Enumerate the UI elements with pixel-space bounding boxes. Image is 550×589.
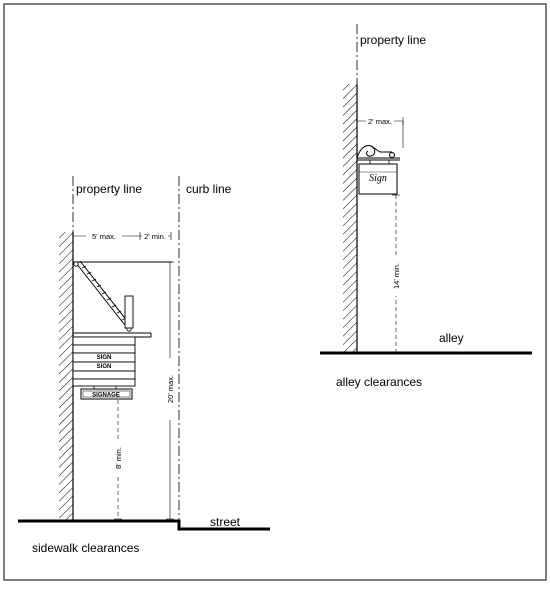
building-wall-right [343, 84, 357, 352]
alley-sign-text: Sign [369, 173, 387, 184]
signage-box [80, 388, 133, 400]
sign-text-2: SIGN [97, 364, 112, 370]
property-line-right-label: property line [360, 33, 426, 47]
sign-text-1: SIGN [97, 355, 112, 361]
dim-fourteen-min: 14' min. [392, 263, 401, 289]
sidewalk-section: 5' max. 2' min. [18, 176, 270, 555]
border [3, 3, 547, 581]
dim-two-min: 2' min. [144, 232, 166, 241]
alley-section: 2' max. Sign 14' min. property line alle… [320, 24, 532, 389]
sidewalk-clearances-label: sidewalk clearances [32, 541, 139, 555]
dim-eight-min: 8' min. [114, 447, 123, 469]
dim-two-max: 2' max. [368, 117, 392, 126]
ground-sidewalk [18, 519, 270, 531]
signage-text: SIGNAGE [92, 393, 120, 399]
property-line-left-label: property line [76, 182, 142, 196]
dim-twenty-max: 20' max. [166, 375, 175, 403]
alley-sign-box [358, 163, 398, 195]
alley-clearances-label: alley clearances [336, 375, 422, 389]
alley-label: alley [439, 331, 464, 345]
sign-stack [72, 336, 136, 387]
street-label: street [210, 515, 241, 529]
building-wall-left [59, 232, 73, 520]
scroll-bracket [356, 145, 400, 161]
dim-five-max: 5' max. [92, 232, 116, 241]
hanging-bracket [124, 295, 134, 329]
curb-line-label: curb line [186, 182, 232, 196]
awning-brace [73, 260, 133, 332]
